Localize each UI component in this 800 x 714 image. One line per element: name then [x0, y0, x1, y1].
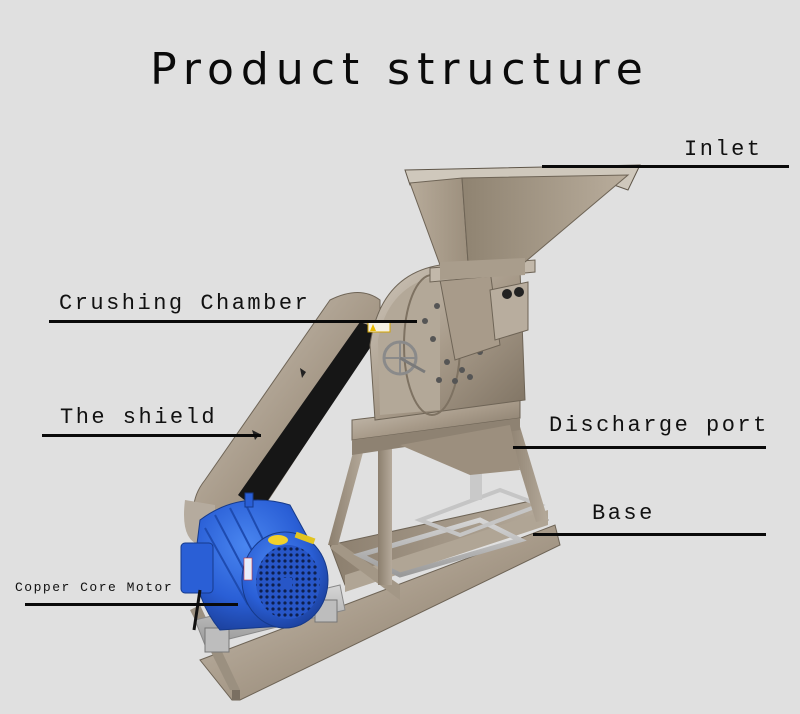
label-inlet: Inlet: [684, 137, 763, 162]
leader-line-motor: [25, 603, 238, 606]
label-base: Base: [592, 501, 655, 526]
leader-line-crushing-chamber: [49, 320, 417, 323]
label-copper-core-motor: Copper Core Motor: [15, 580, 174, 595]
label-shield: The shield: [60, 405, 218, 430]
label-discharge-port: Discharge port: [549, 413, 769, 438]
page-title: Product structure: [150, 44, 650, 95]
leader-line-discharge-port: [513, 446, 766, 449]
leader-line-base: [533, 533, 766, 536]
leader-line-inlet: [542, 165, 789, 168]
label-crushing-chamber: Crushing Chamber: [59, 291, 311, 316]
leader-line-shield: [42, 434, 261, 437]
